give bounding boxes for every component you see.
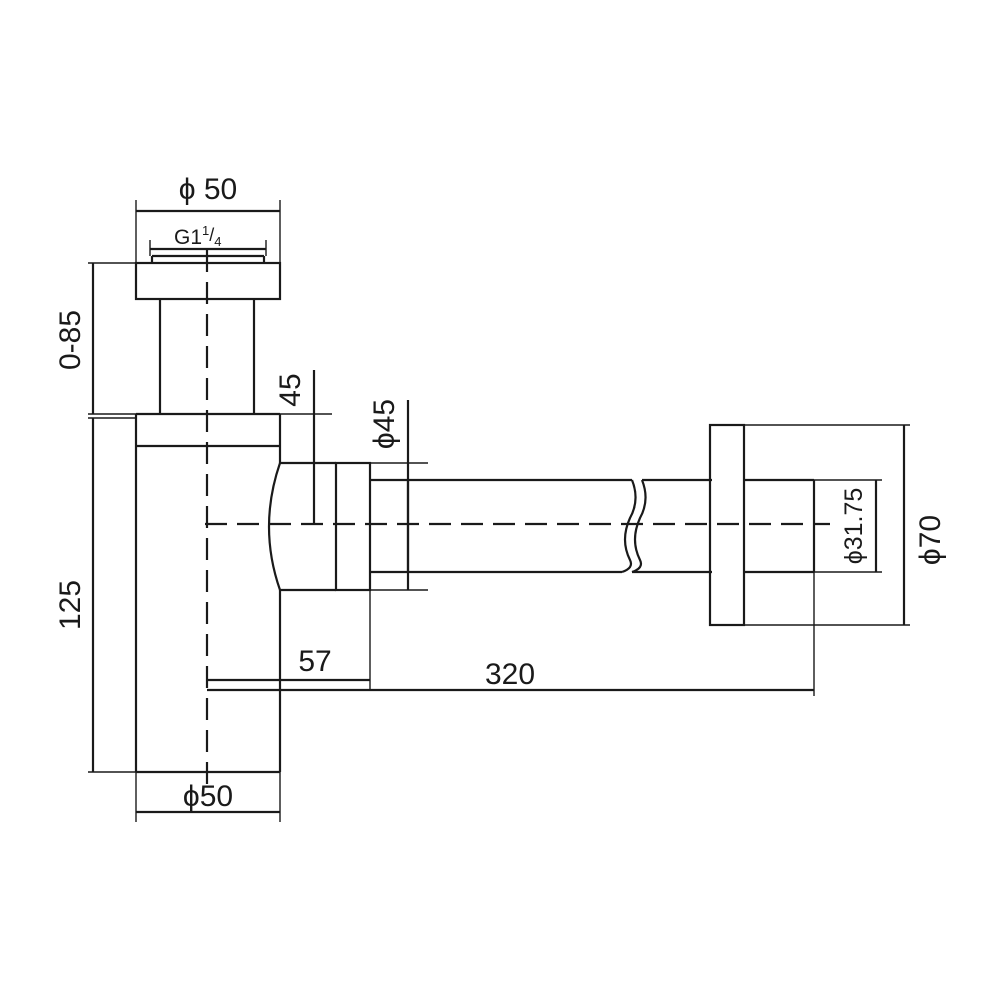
label-outlet-offset: 45 [274,373,307,406]
label-bottom-diameter: ϕ50 [183,780,233,813]
dim-flange-diameter: ϕ70 [744,424,947,626]
label-thread-prefix: G1 [174,226,202,249]
label-flange-diameter: ϕ70 [914,515,947,565]
label-outlet-diameter: ϕ45 [368,399,401,449]
label-thread-den: 4 [214,234,221,249]
dim-outlet-diameter: ϕ45 [368,399,428,591]
dim-bottom-diameter: ϕ50 [135,772,281,822]
svg-text:G11/4: G11/4 [174,223,222,249]
label-height-adjust: 0-85 [54,310,87,370]
dim-bottle-height: 125 [54,417,136,773]
outlet-nut [267,461,410,592]
dim-pipe-diameter: ϕ31.75 [814,479,882,573]
dim-height-adjust: 0-85 [54,262,136,415]
label-top-diameter: ϕ 50 [179,173,238,206]
dim-pipe-length: 320 [207,572,815,696]
label-bottle-height: 125 [54,580,87,630]
label-pipe-diameter: ϕ31.75 [840,488,868,565]
dim-thread: G11/4 [149,223,267,256]
dim-outlet-offset: 45 [274,370,332,524]
wall-flange [708,423,816,627]
label-outlet-length: 57 [298,645,331,678]
tail-pipe [158,299,256,414]
label-pipe-length: 320 [485,658,535,691]
dim-outlet-length: 57 [207,590,371,690]
label-thread-num: 1 [202,223,209,238]
outlet-pipe [408,478,712,574]
dim-top-diameter: ϕ 50 [135,173,281,263]
